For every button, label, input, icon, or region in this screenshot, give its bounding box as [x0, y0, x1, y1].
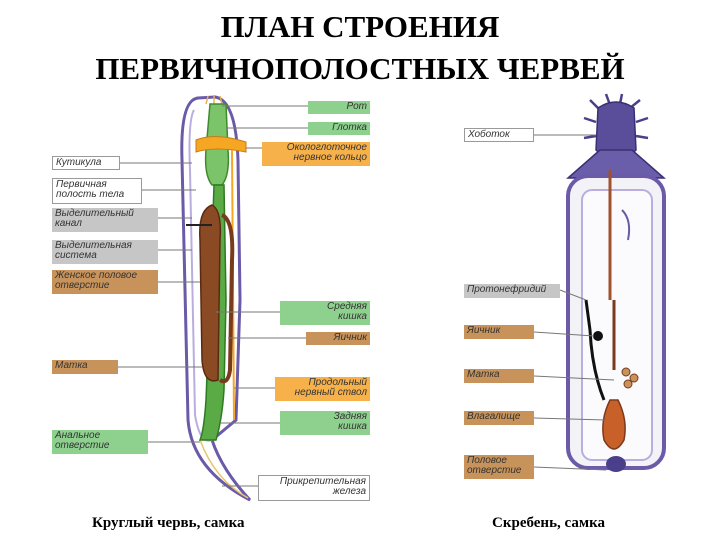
label-proboscis: Хоботок [464, 128, 534, 142]
ovary-black [593, 331, 603, 341]
label-body-cavity: Первичная полость тела [52, 178, 142, 204]
title-line-1: ПЛАН СТРОЕНИЯ [220, 9, 500, 44]
title-line-2: ПЕРВИЧНОПОЛОСТНЫХ ЧЕРВЕЙ [95, 51, 625, 86]
label-nerve-ring: Окологлоточное нервное кольцо [262, 142, 370, 166]
label-attachment-gland: Прикрепительная железа [258, 475, 370, 501]
label-female-opening: Женское половое отверстие [52, 270, 158, 294]
label-midgut: Средняя кишка [280, 301, 370, 325]
caption-roundworm: Круглый червь, самка [92, 515, 245, 531]
label-protonephridium: Протонефридий [464, 284, 560, 298]
label-anus: Анальное отверстие [52, 430, 148, 454]
roundworm-ovary [218, 213, 235, 384]
label-uterus-roundworm: Матка [52, 360, 118, 374]
acanthocephalan-figure [566, 93, 666, 472]
roundworm-tail-gland [199, 439, 249, 499]
label-mouth: Рот [308, 101, 370, 114]
vagina [602, 399, 626, 450]
lemnisci [621, 209, 631, 241]
label-ovary-acanth: Яичник [464, 325, 534, 339]
caption-acanthocephalan: Скребень, самка [492, 515, 605, 531]
roundworm-leader-lines [118, 105, 308, 487]
label-hindgut: Задняя кишка [280, 411, 370, 435]
label-excretory-canal: Выделительный канал [52, 208, 158, 232]
label-ovary-roundworm: Яичник [306, 332, 370, 345]
acanthocephalan-leader-lines [533, 134, 615, 471]
genital-opening [606, 456, 626, 472]
roundworm-nerve-ring [195, 136, 247, 153]
protonephridium [584, 299, 606, 401]
roundworm-mouth [205, 95, 223, 105]
acanthocephalan-neck [566, 149, 666, 179]
label-genital-opening: Половое отверстие [464, 455, 534, 479]
roundworm-figure [180, 95, 252, 502]
label-uterus-acanth: Матка [464, 369, 534, 383]
label-cuticle: Кутикула [52, 156, 120, 170]
label-nerve-cord: Продольный нервный ствол [275, 377, 370, 401]
roundworm-uterus [199, 204, 222, 382]
uterus-bulbs [621, 367, 639, 389]
label-excretory-system: Выделительная система [52, 240, 158, 264]
label-vagina: Влагалище [464, 411, 534, 425]
label-pharynx: Глотка [308, 122, 370, 135]
